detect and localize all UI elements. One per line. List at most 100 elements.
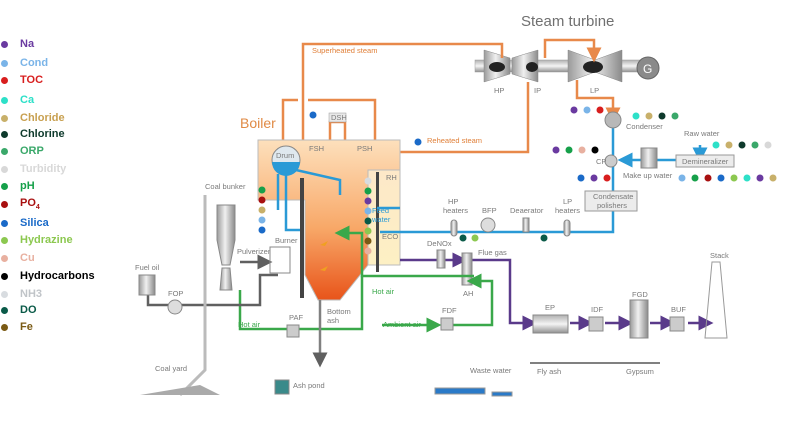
legend-item-nh3: NH3 [0,286,42,302]
sample-dot-after-lp-turbine-toc [596,106,604,114]
steam-turbine[interactable]: Steam turbine G HP IP LP [474,13,660,95]
coal-yard-label: Coal yard [155,364,187,373]
legend-item-hydrocarbons: Hydrocarbons [0,268,95,284]
primary-air-fan[interactable] [286,324,300,338]
waste-water-basin [434,387,486,395]
deaerator[interactable] [522,217,530,233]
stack[interactable] [704,261,728,339]
ash-pond[interactable] [274,379,290,395]
ip-label: IP [534,86,541,95]
fuel-lines [146,254,278,307]
sample-dot-make-up-water-cond [678,174,686,182]
boiler[interactable]: Drum DSH FSH PSH RH ECO Feed water [257,112,401,301]
forced-draft-fan[interactable] [440,317,454,331]
legend-item-ph: pH [0,178,35,194]
air-heater[interactable] [461,252,473,286]
condensate-pump[interactable] [604,154,618,168]
sample-dot-after-cp-toc [603,174,611,182]
fop-label: FOP [168,289,183,298]
sample-dot-make-up-water-po4 [704,174,712,182]
legend-dot [1,182,8,190]
legend-label: Hydrazine [20,234,73,246]
coal-conveyor [178,195,207,397]
sample-dot-condenser-chlorine [658,112,666,120]
coal-bunker[interactable] [216,204,236,266]
legend-dot [1,254,8,262]
induced-draft-fan[interactable] [588,316,604,332]
boiler-label: Boiler [240,115,276,131]
demineralizer[interactable] [675,154,735,168]
ep-label: EP [545,303,555,312]
sample-dot-hp-heaters-hydrazine [471,234,479,242]
pulverizer[interactable] [219,267,233,291]
hp-heaters-label-2: heaters [443,206,468,215]
fuel-oil-pump[interactable] [167,299,183,315]
ip-turbine[interactable] [511,49,539,83]
sample-dot-feed-water-na [364,197,372,205]
legend-label: pH [20,180,35,192]
bottom-ash-label-2: ash [327,316,339,325]
make-up-water-tank[interactable] [640,147,658,169]
steam-lines [281,38,621,154]
legend-dot [1,236,8,244]
drum-label: Drum [276,151,294,160]
superheated-steam-label: Superheated steam [312,46,377,55]
legend-label: Cond [20,57,49,69]
legend-dot [1,272,8,280]
sample-dot-condenser-orp [671,112,679,120]
sample-dot-feed-water-fe [364,237,372,245]
legend-item-orp: ORP [0,143,44,159]
lp-heaters[interactable] [563,219,571,237]
legend-item-ca: Ca [0,92,34,108]
hp-heaters[interactable] [450,219,458,237]
legend-dot [1,76,8,84]
sample-dot-deaerator-do [540,234,548,242]
burner[interactable] [269,246,291,274]
legend-item-hydrazine: Hydrazine [0,232,73,248]
burner-label: Burner [275,236,298,245]
fuel-oil-tank[interactable] [138,274,156,296]
pulverizer-label: Pulverizer [237,247,271,256]
sample-dot-raw-water-chloride [725,141,733,149]
legend-dot [1,59,8,67]
sample-dot-after-lp-turbine-na [570,106,578,114]
make-up-water-label: Make up water [623,171,673,180]
boiler-feed-pump[interactable] [480,217,496,233]
fuel-oil-label: Fuel oil [135,263,160,272]
generator[interactable] [636,56,660,80]
condenser[interactable] [604,111,622,129]
raw-water-label: Raw water [684,129,720,138]
legend-dot [1,290,8,298]
legend-label: Ca [20,94,35,106]
dsh-box[interactable] [328,112,347,123]
denox-label: DeNOx [427,239,452,248]
condensate-polishers-label-1: Condensate [593,192,633,201]
sample-dot-hp-heaters-do [459,234,467,242]
sample-dot-drum-ph [258,186,266,194]
legend-dot [1,219,8,227]
legend-label: DO [20,304,37,316]
bfp-label: BFP [482,206,497,215]
sample-dot-feed-water-cond [364,207,372,215]
lp-heaters-label-1: LP [563,197,572,206]
legend-item-cond: Cond [0,55,48,71]
paf-label: PAF [289,313,303,322]
sample-point-markers [258,106,777,255]
legend-item-toc: TOC [0,72,43,88]
eco-label: ECO [382,232,398,241]
ash-pond-label: Ash pond [293,381,325,390]
legend-label: Fe [20,321,33,333]
sample-dot-after-lp-turbine-cond [583,106,591,114]
denox[interactable] [436,249,446,269]
condensate-polishers[interactable] [584,190,638,212]
flue-gas-desulfurization[interactable] [629,299,649,339]
sample-dot-superheated-steam-silica [309,111,317,119]
booster-fan[interactable] [669,316,685,332]
legend-label: Chlorine [20,128,65,140]
sample-dot-feed-water-cu [364,247,372,255]
electrostatic-precipitator[interactable] [532,314,569,334]
hp-heaters-label-1: HP [448,197,458,206]
stack-label: Stack [710,251,729,260]
sample-dot-condenser-ca [632,112,640,120]
condensate-polishers-label-2: polishers [597,201,627,210]
